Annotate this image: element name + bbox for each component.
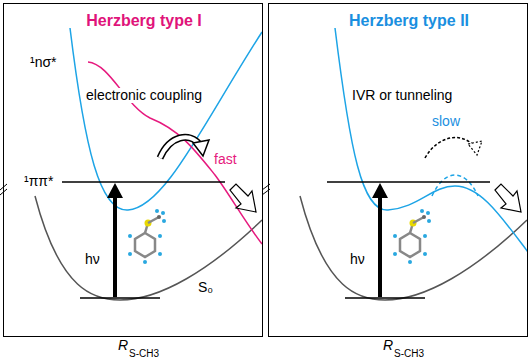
excited-level [62,181,225,183]
right-curves [300,28,527,300]
molecule [128,209,166,264]
excitation-arrow [113,196,117,297]
state-label: ¹nσ* [30,55,57,70]
state-label: S₀ [198,280,213,295]
axis-label: R [118,338,128,353]
process-label: electronic coupling [84,88,204,103]
open-arrow [230,184,256,212]
photon-label: hν [350,252,365,267]
panel: Herzberg type II [268,3,528,337]
state-label: ¹ππ* [24,174,53,189]
coupling-arrow [160,137,200,158]
arrow-head [372,183,388,198]
rate-label: slow [432,114,460,129]
open-arrow [495,184,521,212]
ground-level [80,297,160,299]
tunnel-curve [432,175,478,196]
photon-label: hν [85,252,100,267]
excitation-arrow [378,196,382,297]
ivr-arrow [425,138,474,158]
ground-curve [35,196,262,300]
axis-subscript: S-CH3 [394,348,424,359]
pipi-curve [335,28,527,252]
axis-subscript: S-CH3 [129,348,159,359]
arrow-head [107,183,123,198]
process-label: IVR or tunneling [350,88,454,103]
left-curves [35,28,262,300]
rate-label: fast [214,152,237,167]
axis-label: R [383,338,393,353]
excited-level [327,181,490,183]
ground-level [345,297,425,299]
panel-title: Herzberg type II [349,12,469,30]
ground-curve [300,196,527,300]
panel: Herzberg type I [3,3,263,337]
panel-title: Herzberg type I [86,12,202,30]
molecule [393,209,431,264]
